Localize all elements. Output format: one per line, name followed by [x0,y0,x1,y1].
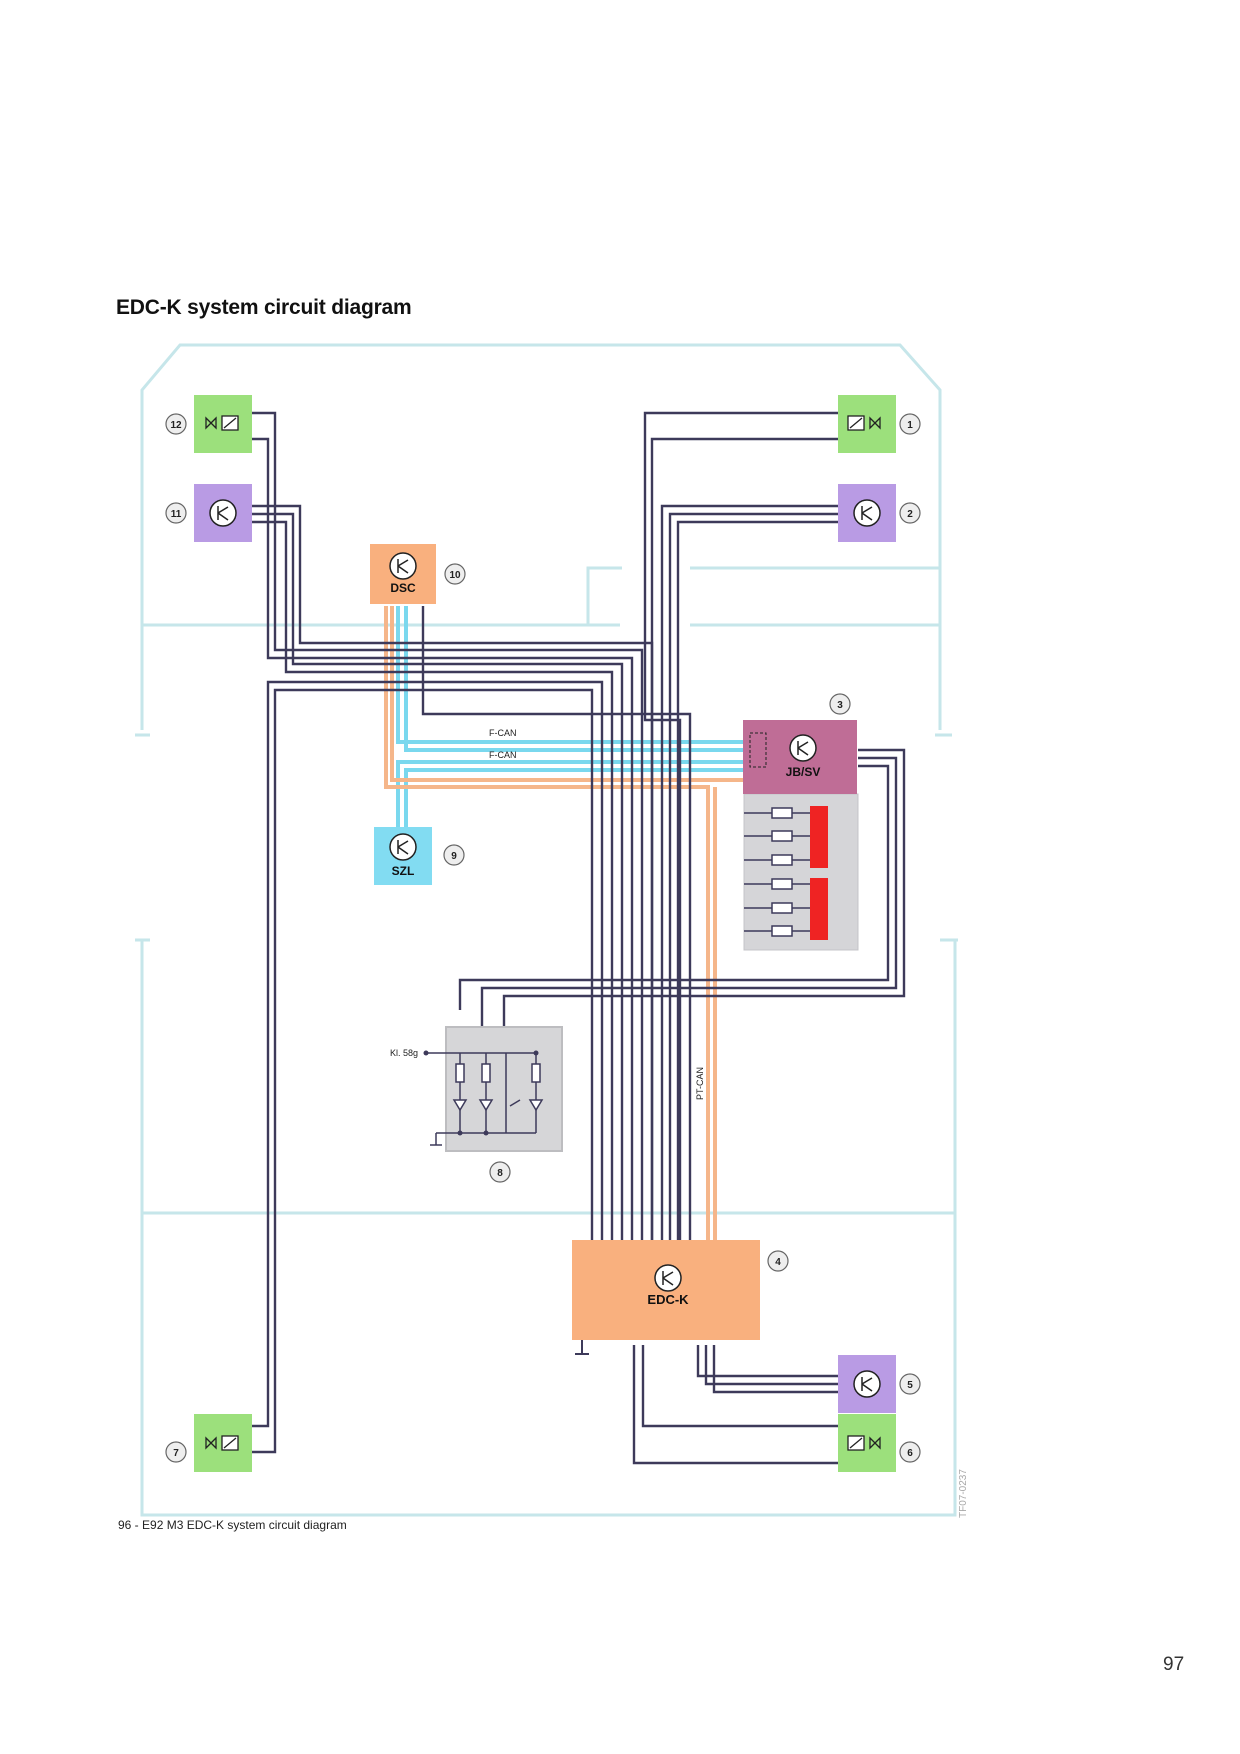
callout-12: 12 [170,420,182,431]
switch-box-8 [423,1026,563,1152]
can-buses [384,606,750,1245]
kl58g-label: Kl. 58g [390,1048,418,1058]
vehicle-outline [135,343,958,1517]
callout-8: 8 [497,1168,503,1179]
callout-7: 7 [173,1448,179,1459]
jbsv-control-unit [743,720,857,794]
sensor-5 [838,1355,896,1413]
edck-label: EDC-K [647,1292,689,1307]
szl-steering-column-switch [374,827,432,885]
callout-3: 3 [837,700,843,711]
damper-valve-12 [194,395,252,453]
page-number: 97 [1163,1654,1185,1675]
fcan-label-1: F-CAN [489,728,517,738]
callout-10: 10 [449,570,461,581]
callout-4: 4 [775,1257,781,1268]
fcan-label-2: F-CAN [489,750,517,760]
dsc-control-unit [370,544,436,604]
edck-control-unit [572,1240,760,1340]
figure-code: TF07-0237 [958,1469,969,1518]
ground-symbol [575,1340,589,1355]
ptcan-label: PT-CAN [695,1067,705,1100]
page-title: EDC-K system circuit diagram [116,296,412,319]
callout-9: 9 [451,851,457,862]
dsc-label: DSC [390,581,416,595]
callout-11: 11 [171,509,182,520]
damper-valve-7 [194,1414,252,1472]
jbsv-label: JB/SV [786,765,821,779]
fuse-indicator-red-2 [810,878,828,940]
sensor-2 [838,484,896,542]
wiring-harness [252,411,906,1465]
callout-1: 1 [907,420,913,431]
sensor-11 [194,484,252,542]
figure-caption: 96 - E92 M3 EDC-K system circuit diagram [118,1518,347,1532]
number-callouts [165,413,921,1463]
callout-2: 2 [907,509,913,520]
fuse-indicator-red-1 [810,806,828,868]
damper-valve-6 [838,1414,896,1472]
fuse-panel [743,793,859,951]
callout-6: 6 [907,1448,913,1459]
damper-valve-1 [838,395,896,453]
callout-5: 5 [907,1380,913,1391]
szl-label: SZL [392,864,415,878]
